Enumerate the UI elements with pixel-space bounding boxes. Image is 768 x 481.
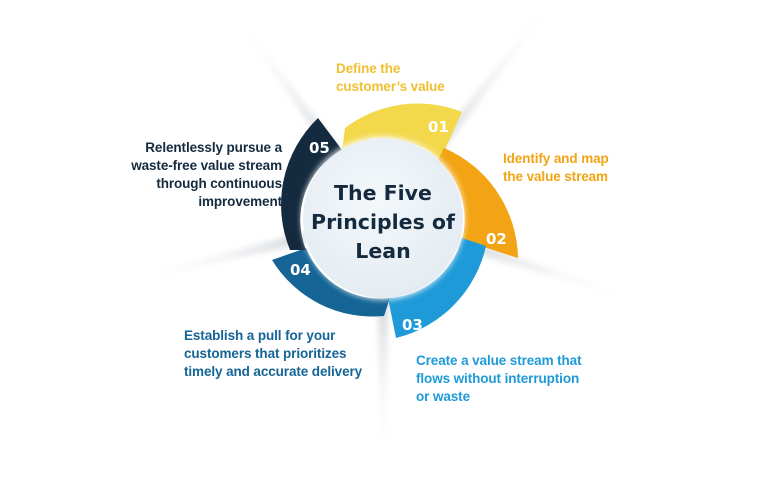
segment-03 — [388, 238, 486, 338]
center-title-line-2: Principles of — [311, 210, 456, 234]
segment-01 — [342, 103, 462, 160]
principle-04-label: Establish a pull for your customers that… — [184, 328, 363, 379]
principle-05-label: Relentlessly pursue a waste-free value s… — [131, 140, 282, 209]
segment-number-04: 04 — [290, 261, 311, 279]
principle-02-label: Identify and map the value stream — [503, 151, 609, 184]
segment-number-03: 03 — [402, 316, 423, 334]
center-title-line-1: The Five — [334, 181, 432, 205]
segment-04 — [272, 248, 390, 317]
segment-number-05: 05 — [309, 139, 330, 157]
segment-number-01: 01 — [428, 118, 449, 136]
segment-02 — [438, 148, 518, 258]
principle-03-label: Create a value stream that flows without… — [416, 353, 582, 404]
segment-05 — [281, 118, 342, 250]
center-title-line-3: Lean — [355, 239, 410, 263]
principle-01-label: Define the customer’s value — [336, 61, 445, 94]
segment-number-02: 02 — [486, 230, 507, 248]
